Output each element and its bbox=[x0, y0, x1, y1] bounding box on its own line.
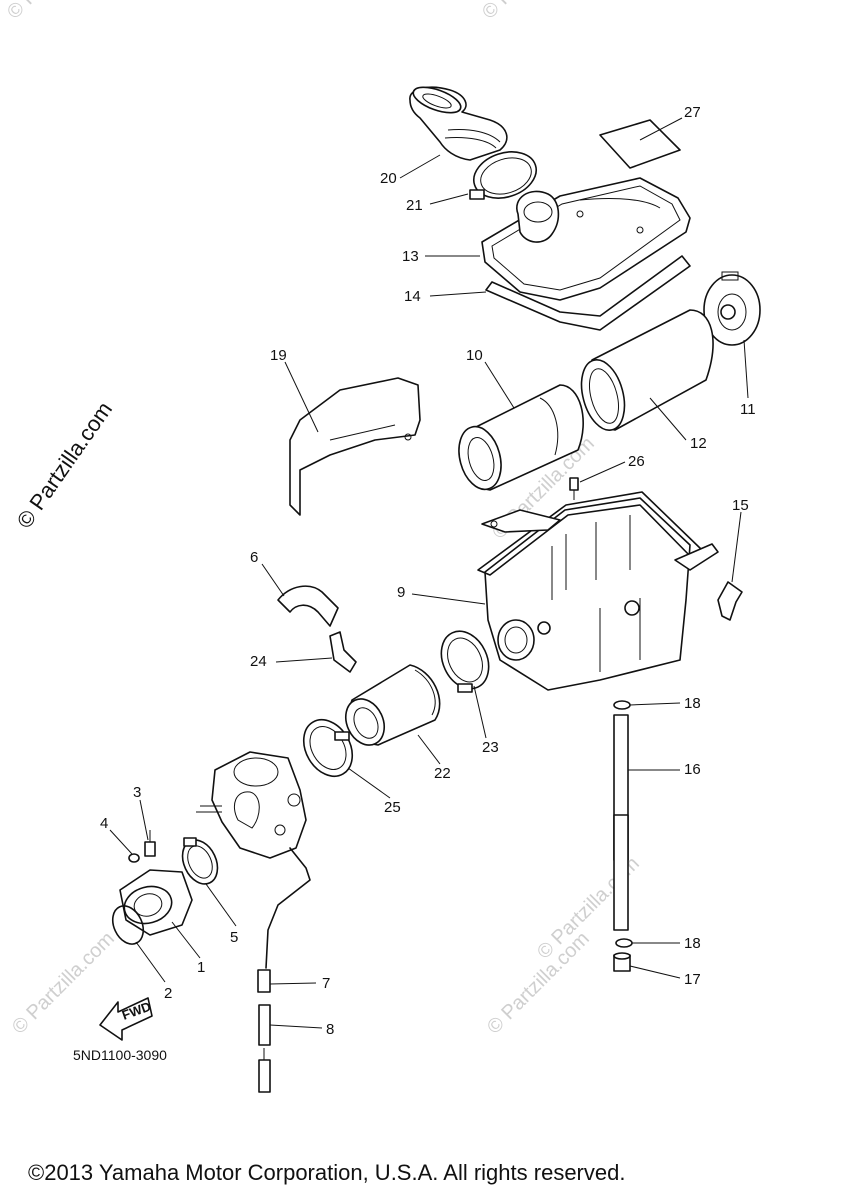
callout-9: 9 bbox=[397, 584, 405, 601]
part-26-screw bbox=[569, 477, 579, 500]
part-12-element-outer bbox=[580, 309, 714, 431]
callout-13: 13 bbox=[402, 248, 419, 265]
callout-17: 17 bbox=[684, 971, 701, 988]
callout-11: 11 bbox=[740, 401, 756, 418]
callout-24: 24 bbox=[250, 653, 267, 670]
callout-6: 6 bbox=[250, 549, 258, 566]
callout-18-upper: 18 bbox=[684, 695, 701, 712]
callout-27: 27 bbox=[684, 104, 701, 121]
part-7-joint bbox=[257, 969, 271, 993]
callout-7: 7 bbox=[322, 975, 330, 992]
part-5-hose-clamp bbox=[181, 837, 219, 885]
part-13-air-box-cover bbox=[481, 177, 691, 301]
callout-20: 22 bbox=[434, 765, 451, 782]
part-27-label-sticker bbox=[599, 119, 681, 169]
part-24-joint bbox=[329, 631, 357, 673]
callout-18-lower: 18 bbox=[684, 935, 701, 952]
part-18-hose-clip-upper bbox=[613, 700, 631, 710]
callout-25: 25 bbox=[384, 799, 401, 816]
callout-2: 2 bbox=[164, 985, 172, 1002]
copyright-notice: ©2013 Yamaha Motor Corporation, U.S.A. A… bbox=[28, 1160, 625, 1185]
part-14-gasket bbox=[485, 255, 691, 331]
callout-3: 3 bbox=[133, 784, 141, 801]
diagram-code: 5ND1100-3090 bbox=[73, 1047, 167, 1063]
part-1-intake-manifold bbox=[119, 869, 193, 936]
watermark-top-left: © Partzilla.com bbox=[3, 0, 114, 24]
part-25-hose-clamp bbox=[302, 718, 354, 778]
callout-19: 19 bbox=[270, 347, 287, 364]
part-9-air-box bbox=[477, 491, 719, 691]
side-watermark: © Partzilla.com bbox=[12, 397, 118, 533]
callout-1: 1 bbox=[197, 959, 205, 976]
callout-26: 26 bbox=[628, 453, 645, 470]
callout-12: 12 bbox=[690, 435, 707, 452]
callout-8: 8 bbox=[326, 1021, 334, 1038]
part-17-drain-plug bbox=[613, 952, 631, 972]
callout-15: 15 bbox=[732, 497, 749, 514]
callout-14: 14 bbox=[404, 288, 421, 305]
watermark-top-right: © Partzilla.com bbox=[478, 0, 589, 24]
part-6-breather-hose bbox=[277, 585, 339, 627]
callout-22: 21 bbox=[406, 197, 423, 214]
part-23-hose-clamp bbox=[440, 630, 490, 693]
part-15-clip bbox=[717, 581, 743, 621]
carburetor-assembly bbox=[196, 751, 311, 969]
part-20-air-joint bbox=[344, 664, 441, 746]
fwd-arrow: FWD bbox=[99, 997, 153, 1041]
callout-21: 20 bbox=[380, 170, 397, 187]
callout-10: 10 bbox=[466, 347, 483, 364]
part-4-washer bbox=[128, 853, 140, 863]
part-8-hose bbox=[258, 1004, 271, 1093]
part-19-heat-shield bbox=[289, 377, 421, 516]
part-22-hose-clamp bbox=[469, 151, 537, 200]
callout-labels: 27 20 21 13 14 19 10 11 12 26 15 9 6 24 … bbox=[100, 104, 756, 1038]
callout-5: 5 bbox=[230, 929, 238, 946]
part-21-intake-duct bbox=[409, 86, 508, 161]
part-16-drain-hose bbox=[613, 714, 629, 931]
part-18-hose-clip-lower bbox=[615, 938, 633, 948]
part-11-element-cap bbox=[703, 271, 761, 346]
part-3-bolt bbox=[144, 830, 156, 857]
part-10-element-inner bbox=[458, 384, 584, 491]
callout-4: 4 bbox=[100, 815, 108, 832]
callout-16: 16 bbox=[684, 761, 701, 778]
leader-lines bbox=[109, 117, 749, 1029]
callout-23: 23 bbox=[482, 739, 499, 756]
